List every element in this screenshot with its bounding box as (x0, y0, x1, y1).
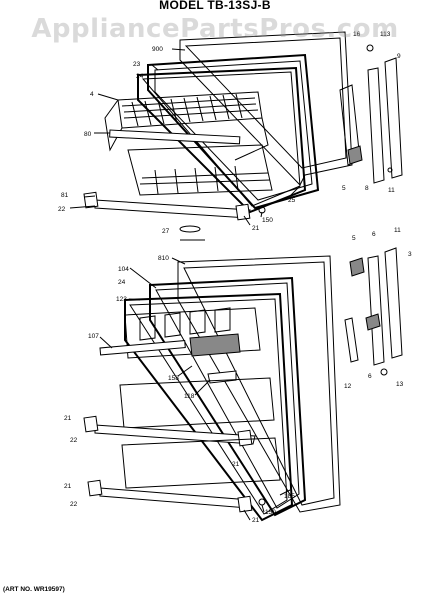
callout: 150 (262, 217, 273, 224)
callout: 22 (70, 501, 78, 508)
freezer-handle (367, 67, 385, 184)
callout: 118 (184, 393, 195, 400)
callout: 21 (252, 225, 260, 232)
door-shelf-bar-upper (99, 340, 186, 356)
callout: 123 (116, 296, 127, 303)
model-title: MODEL TB-13SJ-B (159, 0, 271, 12)
callout: 9 (397, 53, 401, 60)
callout: 3 (408, 251, 412, 258)
callout-labels: 900 16 113 9 23 24 4 80 25 5 8 11 150 21… (58, 31, 412, 524)
callout: 16 (353, 31, 361, 38)
fresh-food-outer-door (177, 255, 341, 513)
leader-lines (69, 48, 301, 521)
callout: 21 (252, 517, 260, 524)
fresh-food-inner-liner (124, 292, 294, 522)
callout: 13 (396, 381, 404, 388)
fresh-food-door-assembly (83, 247, 403, 522)
freezer-door-assembly (83, 31, 403, 241)
callout: 21 (64, 415, 72, 422)
freezer-gasket (147, 53, 320, 210)
callout: 11 (388, 187, 395, 194)
callout: 150 (265, 509, 276, 516)
callout: 810 (158, 255, 169, 262)
callout: 27 (162, 228, 170, 235)
callout: 24 (136, 73, 144, 80)
callout: 5 (352, 235, 356, 242)
callout: 158 (168, 375, 179, 382)
fresh-food-hinge (349, 257, 365, 277)
callout: 6 (368, 373, 372, 380)
callout: 24 (118, 279, 126, 286)
butter-compartment (189, 333, 241, 357)
callout: 80 (84, 131, 92, 138)
callout: 6 (372, 231, 376, 238)
door-shelf-bar-middle (94, 424, 256, 445)
fresh-food-handle (367, 255, 385, 366)
callout: 11 (394, 227, 401, 234)
fresh-food-gasket (149, 276, 307, 517)
callout: 107 (88, 333, 99, 340)
callout: 8 (365, 185, 369, 192)
callout: 21 (232, 461, 240, 468)
door-shelf-2 (121, 437, 281, 489)
freezer-outer-door (179, 31, 353, 186)
callout: 104 (118, 266, 129, 273)
callout: 22 (70, 437, 78, 444)
door-shelf-1 (119, 377, 275, 429)
freezer-shelf-bar (109, 129, 241, 145)
door-shelf-bar-lower (99, 487, 251, 509)
freezer-bottom-bar (94, 199, 251, 219)
art-number: (ART NO. WR19597) (3, 586, 65, 593)
callout: 22 (58, 206, 66, 213)
callout: 5 (342, 185, 346, 192)
freezer-inner-liner (137, 66, 307, 214)
freezer-lower-basket (127, 144, 273, 196)
callout: 113 (380, 31, 391, 38)
dairy-compartment (124, 307, 261, 359)
callout: 185 (284, 493, 295, 500)
callout: 900 (152, 46, 163, 53)
callout: 12 (344, 383, 352, 390)
callout: 81 (61, 192, 69, 199)
callout: 25 (288, 197, 296, 204)
callout: 4 (90, 91, 94, 98)
callout: 21 (64, 483, 72, 490)
callout: 23 (133, 61, 141, 68)
